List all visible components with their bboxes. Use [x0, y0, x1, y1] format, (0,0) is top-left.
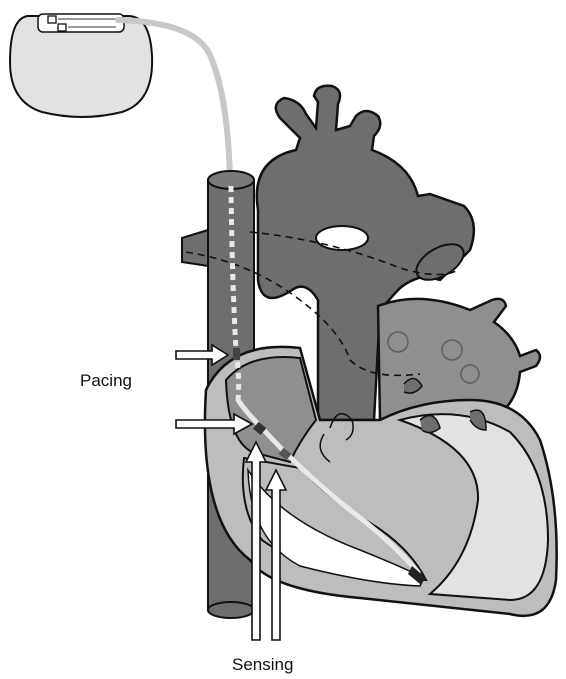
pacemaker-icon	[10, 14, 152, 117]
sensing-label: Sensing	[232, 655, 293, 675]
electrode-ring-1	[233, 348, 240, 360]
pacing-label: Pacing	[80, 371, 132, 391]
connector-port-1	[48, 16, 56, 23]
connector-port-2	[58, 24, 66, 31]
